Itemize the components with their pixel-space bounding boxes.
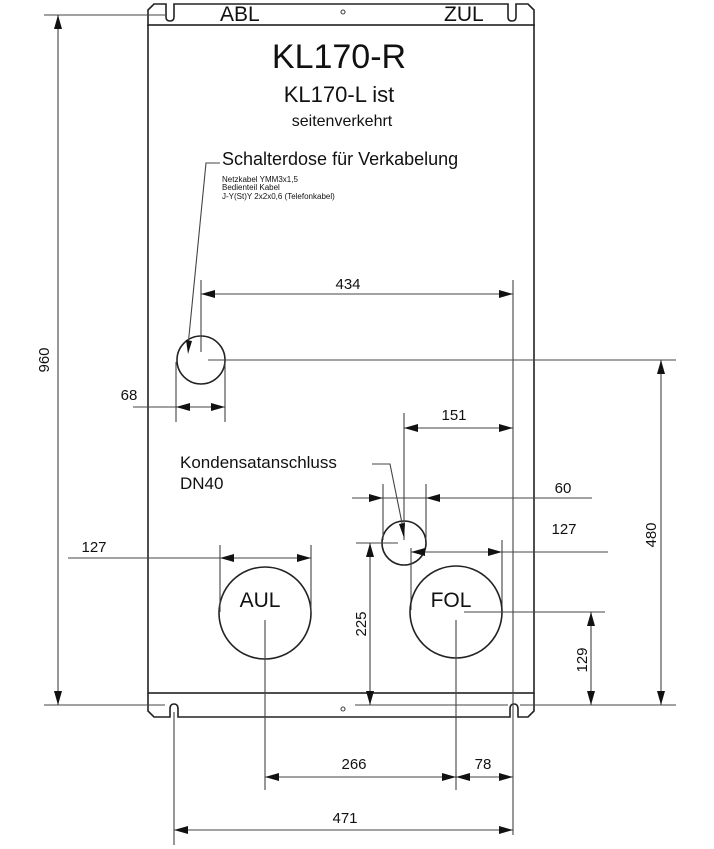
cable-spec-2: Bedienteil Kabel <box>222 183 280 192</box>
fol-label: FOL <box>431 589 472 612</box>
dim-text-266: 266 <box>341 756 366 773</box>
housing-outline <box>147 24 535 694</box>
cable-spec-3: J-Y(St)Y 2x2x0,6 (Telefonkabel) <box>222 192 335 201</box>
aul-label: AUL <box>240 589 281 612</box>
condensate-leader <box>372 463 404 529</box>
dim-text-68: 68 <box>121 387 138 404</box>
switch-box-label: Schalterdose für Verkabelung <box>222 149 458 169</box>
dim-text-aul-127: 127 <box>81 539 106 556</box>
dim-text-78: 78 <box>475 756 492 773</box>
dim-text-129: 129 <box>574 647 591 672</box>
condensate-label: Kondensatanschluss <box>180 453 337 472</box>
top-hole <box>340 9 346 15</box>
dim-text-151: 151 <box>441 407 466 424</box>
cable-spec-1: Netzkabel YMM3x1,5 <box>222 175 298 184</box>
label-abl: ABL <box>220 3 260 26</box>
dim-text-225: 225 <box>353 611 370 636</box>
switch-box-leader <box>187 162 220 347</box>
top-bracket <box>147 3 535 26</box>
label-zul: ZUL <box>444 3 484 26</box>
dim-text-434: 434 <box>335 276 360 293</box>
dim-text-480: 480 <box>643 522 660 547</box>
condensate-size: DN40 <box>180 474 223 493</box>
model-title: KL170-R <box>272 38 406 76</box>
dim-text-471: 471 <box>332 810 357 827</box>
dim-text-fol-127: 127 <box>551 521 576 538</box>
dim-text-60: 60 <box>555 480 572 497</box>
bottom-bracket <box>147 693 535 718</box>
mirror-note-line2: seitenverkehrt <box>292 113 393 130</box>
bottom-hole <box>340 706 346 712</box>
dim-text-960: 960 <box>36 347 53 372</box>
mirror-note-line1: KL170-L ist <box>284 82 394 107</box>
